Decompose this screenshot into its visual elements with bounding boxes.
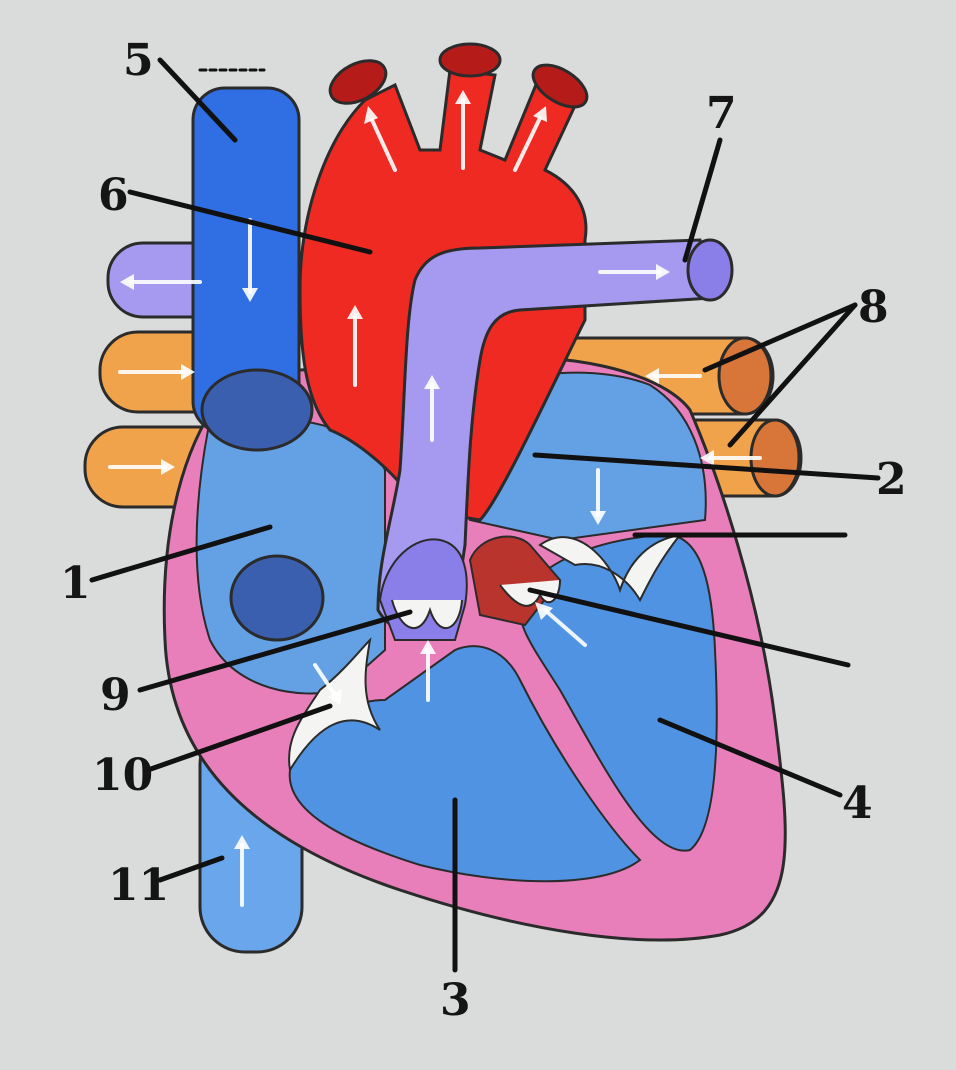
pulmonary-valve bbox=[391, 599, 463, 630]
flow-arrow-right-pa-head bbox=[656, 264, 670, 280]
superior-vena-cava-opening bbox=[200, 368, 314, 452]
aortic-branch-2-opening bbox=[438, 42, 502, 78]
leader-lines bbox=[89, 57, 881, 973]
flow-arrow-pa-trunk-head bbox=[424, 375, 440, 389]
pulmonary-valve-cusp bbox=[391, 599, 463, 630]
pulmonary-artery bbox=[376, 238, 714, 635]
flow-arrow-pv-lower-left-head bbox=[161, 459, 175, 475]
flow-arrow-ivc-head bbox=[234, 835, 250, 849]
pulmonary-vein-upper-right-opening bbox=[717, 336, 773, 416]
flow-arrow-pv-lower-right-head bbox=[700, 450, 714, 466]
leader-line-4 bbox=[657, 717, 843, 798]
leader-line-2 bbox=[532, 452, 881, 481]
flow-arrow-right-ventricle-head bbox=[420, 640, 436, 654]
flow-arrow-ascending-aorta-head bbox=[347, 305, 363, 319]
flow-arrow-pv-upper-right-head bbox=[645, 368, 659, 384]
label-1: 1 bbox=[60, 558, 91, 609]
pulmonary-artery-opening bbox=[686, 238, 734, 302]
leader-line-6 bbox=[127, 189, 373, 255]
leader-line-blank-2 bbox=[527, 587, 851, 668]
leader-line-9 bbox=[137, 609, 413, 693]
label-9: 9 bbox=[100, 670, 131, 721]
aortic-branch-3-opening bbox=[531, 63, 589, 109]
inferior-vena-cava-opening bbox=[229, 554, 325, 642]
flow-arrow-aorta-3-head bbox=[533, 106, 547, 122]
leader-line-8a bbox=[702, 302, 858, 373]
aortic-branch-1-opening bbox=[328, 59, 388, 105]
flow-arrow-left-ventricle bbox=[543, 608, 587, 647]
label-8: 8 bbox=[858, 282, 889, 333]
leader-line-8b bbox=[727, 302, 858, 448]
leader-line-1 bbox=[89, 524, 273, 583]
leader-line-10 bbox=[145, 703, 333, 773]
flow-arrow-left-atrium-head bbox=[590, 511, 606, 525]
leader-line-11 bbox=[157, 855, 225, 883]
label-6: 6 bbox=[98, 170, 129, 221]
label-2: 2 bbox=[876, 454, 907, 505]
leader-line-5 bbox=[157, 57, 238, 143]
flow-arrow-aorta-3 bbox=[513, 116, 542, 172]
flow-arrow-aorta-2-head bbox=[455, 90, 471, 104]
tricuspid-valve bbox=[288, 637, 381, 773]
label-10: 10 bbox=[92, 750, 153, 801]
label-7: 7 bbox=[706, 88, 737, 139]
label-4: 4 bbox=[842, 778, 873, 829]
flow-arrow-aorta-1 bbox=[370, 118, 397, 172]
flow-arrow-svc-head bbox=[242, 288, 258, 302]
label-5: 5 bbox=[123, 35, 154, 86]
flow-arrow-left-pa-head bbox=[120, 274, 134, 290]
label-3: 3 bbox=[440, 975, 471, 1026]
flow-arrow-left-ventricle-head bbox=[535, 602, 553, 620]
flow-arrow-pv-upper-left-head bbox=[181, 364, 195, 380]
flow-arrow-right-atrium-head bbox=[328, 689, 342, 705]
flow-arrow-aorta-1-head bbox=[364, 106, 378, 124]
right-ventricle bbox=[288, 645, 642, 883]
leader-line-7 bbox=[682, 137, 723, 263]
tricuspid-valve-leaflets bbox=[288, 637, 381, 773]
number-labels: 5 6 7 8 2 1 9 10 4 11 3 bbox=[60, 35, 907, 1026]
flow-arrow-right-atrium bbox=[313, 663, 337, 697]
label-11: 11 bbox=[108, 860, 169, 911]
blood-flow-arrows bbox=[108, 90, 762, 907]
